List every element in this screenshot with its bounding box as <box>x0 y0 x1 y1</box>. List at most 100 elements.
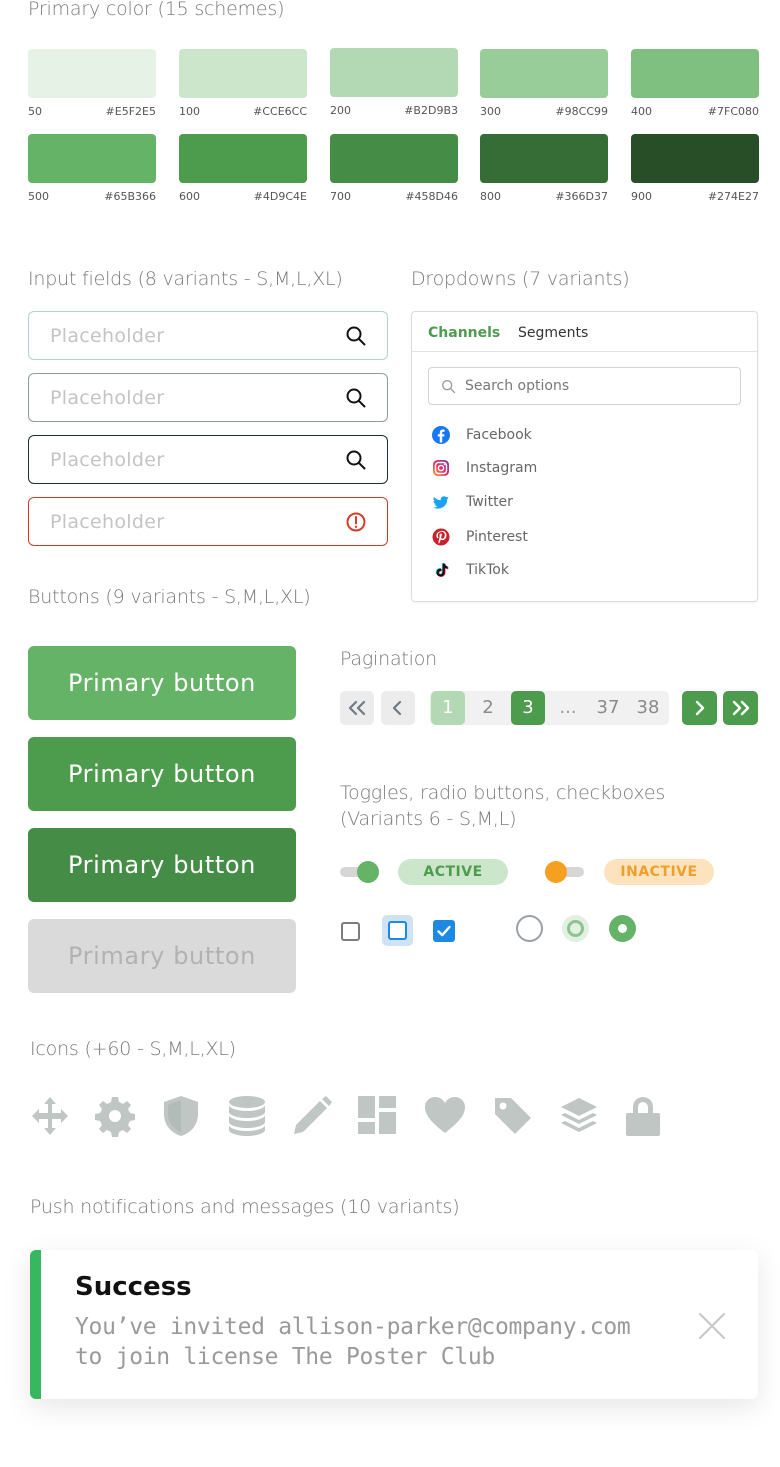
last-page-button[interactable] <box>723 691 758 725</box>
checkbox-unchecked[interactable] <box>341 922 360 941</box>
toggle-off[interactable] <box>544 861 586 883</box>
dropdown-item-instagram[interactable]: Instagram <box>430 457 730 479</box>
swatch-hex-label: #CCE6CC <box>253 105 307 118</box>
facebook-icon <box>432 426 450 444</box>
swatch-shade-label: 400 <box>631 105 652 118</box>
color-swatch-400 <box>631 49 759 98</box>
tag-icon <box>495 1098 531 1134</box>
dropdown-item-label: Pinterest <box>466 529 528 545</box>
tab-channels[interactable]: Channels <box>428 325 501 341</box>
tab-segments[interactable]: Segments <box>518 325 589 341</box>
swatch-hex-label: #B2D9B3 <box>404 104 458 117</box>
error-icon <box>346 512 366 532</box>
dropdown-item-facebook[interactable]: Facebook <box>430 424 730 446</box>
color-swatch-300 <box>480 49 608 98</box>
search-icon[interactable] <box>345 449 367 471</box>
swatch-hex-label: #4D9C4E <box>253 190 307 203</box>
notifications-title: Push notifications and messages (10 vari… <box>30 1196 460 1218</box>
color-swatch-50 <box>28 49 156 98</box>
chevron-right-icon <box>695 700 705 716</box>
search-input-error[interactable]: Placeholder <box>28 497 388 546</box>
heart-icon <box>425 1097 465 1133</box>
next-page-button[interactable] <box>682 691 717 725</box>
page-button[interactable]: 37 <box>596 697 620 718</box>
swatch-hex-label: #98CC99 <box>555 105 608 118</box>
primary-button-hover[interactable]: Primary button <box>28 737 296 811</box>
input-placeholder: Placeholder <box>50 511 165 533</box>
page-button[interactable]: 38 <box>636 697 660 718</box>
swatch-hex-label: #65B366 <box>104 190 156 203</box>
swatch-hex-label: #7FC080 <box>707 105 759 118</box>
first-page-button[interactable] <box>340 691 374 725</box>
swatch-hex-label: #366D37 <box>555 190 608 203</box>
swatch-shade-label: 200 <box>330 104 351 117</box>
search-input-focused[interactable]: Placeholder <box>28 435 388 484</box>
pinterest-icon <box>432 528 450 546</box>
color-swatch-800 <box>480 134 608 183</box>
page-button[interactable]: 1 <box>431 691 465 725</box>
input-placeholder: Placeholder <box>50 449 165 471</box>
dropdowns-title: Dropdowns (7 variants) <box>411 268 630 290</box>
dropdown-item-twitter[interactable]: Twitter <box>430 491 730 513</box>
primary-color-title: Primary color (15 schemes) <box>28 0 285 20</box>
checkbox-focused[interactable] <box>382 915 413 946</box>
previous-page-button[interactable] <box>381 691 415 725</box>
dropdown-item-pinterest[interactable]: Pinterest <box>430 526 730 548</box>
color-swatch-900 <box>631 134 759 183</box>
database-icon <box>229 1096 265 1136</box>
page-ellipsis: ... <box>559 697 577 718</box>
swatch-shade-label: 100 <box>179 105 200 118</box>
toggle-on[interactable] <box>340 861 379 883</box>
search-icon[interactable] <box>345 387 367 409</box>
swatch-shade-label: 50 <box>28 105 42 118</box>
check-icon <box>437 925 451 937</box>
icons-title: Icons (+60 - S,M,L,XL) <box>30 1038 236 1060</box>
notification-accent-bar <box>30 1250 41 1399</box>
swatch-shade-label: 300 <box>480 105 501 118</box>
input-fields-title: Input fields (8 variants - S,M,L,XL) <box>28 268 343 290</box>
buttons-title: Buttons (9 variants - S,M,L,XL) <box>28 586 311 608</box>
radio-unselected[interactable] <box>516 915 543 942</box>
move-icon <box>32 1097 68 1135</box>
notification-message-line2: to join license The Poster Club <box>75 1344 495 1370</box>
primary-button-default[interactable]: Primary button <box>28 646 296 720</box>
status-badge-inactive: INACTIVE <box>604 859 714 885</box>
swatch-hex-label: #458D46 <box>405 190 458 203</box>
color-swatch-500 <box>28 134 156 183</box>
swatch-shade-label: 800 <box>480 190 501 203</box>
dropdown-item-label: Instagram <box>466 460 538 476</box>
dropdown-item-label: Facebook <box>466 427 532 443</box>
lock-icon <box>626 1097 660 1136</box>
color-swatch-700 <box>330 134 458 183</box>
page-button-current[interactable]: 3 <box>511 691 545 725</box>
color-swatch-200 <box>330 48 458 97</box>
dropdown-search-input[interactable]: Search options <box>428 367 741 405</box>
pencil-icon <box>294 1096 332 1134</box>
page-list <box>430 691 669 725</box>
dropdown-item-label: Twitter <box>466 494 513 510</box>
input-placeholder: Placeholder <box>50 387 165 409</box>
primary-button-disabled: Primary button <box>28 919 296 993</box>
radio-hover[interactable] <box>562 915 589 942</box>
checkbox-checked[interactable] <box>433 920 455 942</box>
primary-button-pressed[interactable]: Primary button <box>28 828 296 902</box>
radio-selected[interactable] <box>609 915 636 942</box>
shield-icon <box>164 1096 198 1136</box>
search-input-hover[interactable]: Placeholder <box>28 373 388 422</box>
page-button[interactable]: 2 <box>482 697 494 718</box>
color-swatch-600 <box>179 134 307 183</box>
toggles-subtitle: (Variants 6 - S,M,L) <box>340 808 517 830</box>
close-icon[interactable] <box>698 1312 726 1340</box>
search-input-default[interactable]: Placeholder <box>28 311 388 360</box>
search-icon[interactable] <box>345 325 367 347</box>
twitter-icon <box>433 496 449 509</box>
notification-message: You’ve invited allison-parker@company.co… <box>75 1314 631 1340</box>
toggle-knob <box>545 861 567 883</box>
dropdown-item-tiktok[interactable]: TikTok <box>430 559 730 581</box>
search-icon <box>442 380 456 394</box>
double-chevron-left-icon <box>348 700 366 716</box>
gear-icon <box>95 1097 135 1137</box>
swatch-shade-label: 700 <box>330 190 351 203</box>
chevron-left-icon <box>392 700 402 716</box>
swatch-hex-label: #E5F2E5 <box>105 105 156 118</box>
